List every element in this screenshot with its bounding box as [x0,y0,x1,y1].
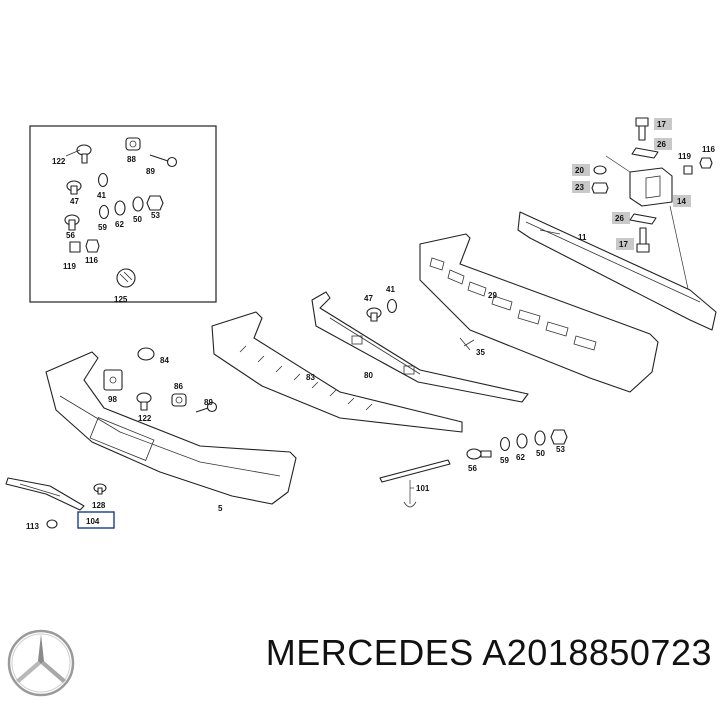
clip-84 [137,347,155,361]
bolt-17-top [635,117,649,141]
mercedes-star-logo [7,629,75,697]
callout-62-lower: 62 [516,453,525,462]
washer-59 [98,204,110,220]
wrench-125 [116,268,136,288]
callout-125: 125 [114,295,128,304]
callout-98: 98 [108,395,117,404]
lower-trim [5,477,85,511]
plug-47 [66,180,82,195]
part-number-caption: MERCEDES A2018850723 [266,632,712,674]
callout-62: 62 [115,220,124,229]
plate-26-top [631,147,659,159]
callout-104: 104 [86,517,100,526]
brand-name: MERCEDES [265,632,474,673]
callout-119: 119 [63,262,76,271]
callout-122: 122 [52,157,66,166]
callout-23: 23 [575,183,584,192]
callout-88: 88 [127,155,136,164]
callout-26-lower: 26 [615,214,624,223]
callout-128: 128 [92,501,106,510]
bumper-grille-29 [419,233,659,393]
nut-53-lower [550,429,568,445]
callout-50: 50 [133,215,142,224]
callout-41: 41 [97,191,106,200]
bolt-56-lower [466,448,492,460]
bolt-17-lower [636,227,650,253]
callout-56: 56 [66,231,75,240]
washer-62-lower [516,433,528,449]
nut-113 [46,519,58,529]
callout-89: 89 [146,167,155,176]
callout-53: 53 [151,211,160,220]
nut-116-right [699,157,713,169]
nut-116 [85,239,100,253]
washer-50-lower [534,430,546,446]
washer-62 [114,200,126,216]
callout-53-lower: 53 [556,445,565,454]
callout-84: 84 [160,356,169,365]
washer-50 [132,196,144,212]
callout-50-lower: 50 [536,449,545,458]
callout-80: 80 [364,371,373,380]
clip-35 [459,337,475,351]
screw-122 [65,144,92,164]
mount-bracket-group: 17 26 119 116 20 23 14 26 17 [572,117,715,299]
callout-59: 59 [98,223,107,232]
callout-20: 20 [575,166,584,175]
callout-101: 101 [416,484,430,493]
callout-17: 17 [657,120,666,129]
callout-41-mid: 41 [386,285,395,294]
absorber-83 [211,311,463,433]
callout-116-right: 116 [702,145,715,154]
callout-104-box [77,511,115,529]
callout-14: 14 [677,197,686,206]
callout-56-lower: 56 [468,464,477,473]
callout-119-right: 119 [678,152,691,161]
callout-47: 47 [70,197,79,206]
washer-59-lower [499,436,511,452]
nut-119 [69,241,81,253]
callout-89-lower: 89 [204,398,213,407]
trim-strip-101 [379,459,451,508]
washer-20 [593,165,607,175]
plug-47-mid [366,307,382,322]
front-bumper-5 [45,351,297,505]
reinforcement-80 [311,291,529,403]
callout-122-lower: 122 [138,414,152,423]
callout-116: 116 [85,256,98,265]
screw-89-lower [195,401,218,413]
bracket-98 [103,369,123,391]
nut-53 [146,195,164,211]
callout-29: 29 [488,291,497,300]
plate-26-lower [629,213,657,225]
screw-122-lower [136,392,152,411]
callout-26: 26 [657,140,666,149]
callout-17-lower: 17 [619,240,628,249]
nut-119-right [683,165,693,175]
bumper-cover-11 [517,211,717,331]
clip-nut-88 [125,137,141,151]
callout-11: 11 [578,233,587,242]
bracket-14 [605,155,673,207]
clip-nut-86 [171,393,187,407]
part-number: A2018850723 [482,632,712,673]
callout-59-lower: 59 [500,456,509,465]
screw-128 [93,483,107,495]
callout-35: 35 [476,348,485,357]
washer-41 [97,172,109,188]
callout-113: 113 [26,522,39,531]
bolt-56 [64,214,80,231]
callout-47-mid: 47 [364,294,373,303]
nut-23 [591,182,609,194]
screw-89 [149,154,178,168]
washer-41-mid [386,298,398,314]
callout-83: 83 [306,373,315,382]
callout-86: 86 [174,382,183,391]
callout-5: 5 [218,504,223,513]
fastener-inset: 122 88 89 47 41 56 59 62 [29,125,217,304]
